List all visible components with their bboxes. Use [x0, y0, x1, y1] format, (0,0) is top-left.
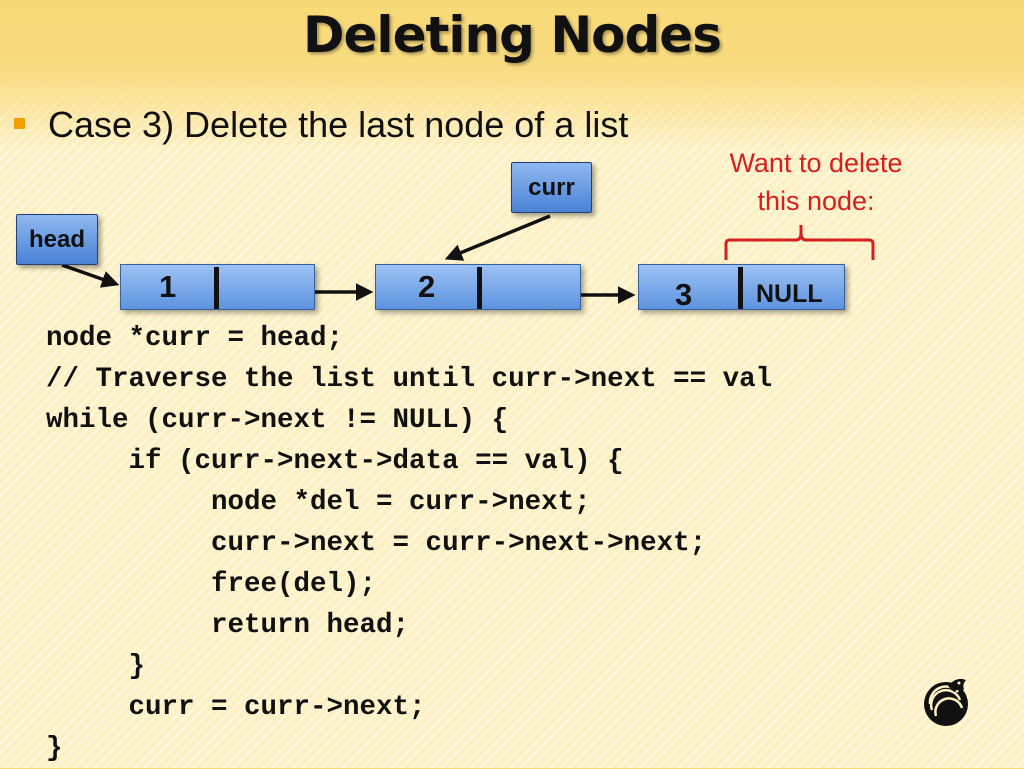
code-line: if (curr->next->data == val) {: [46, 446, 624, 477]
list-node-2: 2: [375, 264, 581, 310]
pegasus-logo-icon: [924, 678, 968, 726]
code-line: }: [46, 733, 63, 764]
list-node-3: 3 NULL: [638, 264, 845, 312]
code-line: node *curr = head;: [46, 323, 344, 354]
head-pointer-arrow: [61, 263, 120, 288]
bullet-text: Case 3) Delete the last node of a list: [48, 104, 629, 145]
delete-annotation: Want to delete this node:: [700, 144, 932, 220]
curr-label-text: curr: [528, 173, 575, 201]
code-line: free(del);: [46, 569, 377, 600]
code-line: node *del = curr->next;: [46, 487, 591, 518]
node-2-value: 2: [418, 269, 436, 304]
code-line: }: [46, 651, 146, 682]
slide-title: Deleting Nodes: [303, 6, 722, 64]
annotation-line-1: Want to delete: [729, 148, 903, 178]
code-line: return head;: [46, 610, 410, 641]
node-1-value: 1: [159, 269, 177, 304]
code-line: // Traverse the list until curr->next ==…: [46, 364, 773, 395]
node-2-divider: [477, 267, 482, 309]
node-3-divider: [738, 267, 743, 309]
code-line: while (curr->next != NULL) {: [46, 405, 509, 436]
code-block: node *curr = head; // Traverse the list u…: [46, 318, 772, 769]
code-line: curr->next = curr->next->next;: [46, 528, 707, 559]
diagram-connectors: [61, 214, 875, 304]
list-node-1: 1: [120, 264, 315, 310]
head-label-text: head: [28, 225, 85, 253]
head-pointer-label: head: [16, 214, 98, 265]
bullet-square-icon: [14, 118, 25, 129]
delete-bracket: [724, 225, 875, 260]
node-1-divider: [214, 267, 219, 309]
node-3-value: 3: [675, 277, 693, 312]
annotation-line-2: this node:: [757, 186, 875, 216]
code-line: curr = curr->next;: [46, 692, 426, 723]
node-3-null: NULL: [756, 280, 823, 308]
curr-pointer-label: curr: [511, 162, 592, 213]
curr-pointer-arrow: [444, 214, 551, 261]
